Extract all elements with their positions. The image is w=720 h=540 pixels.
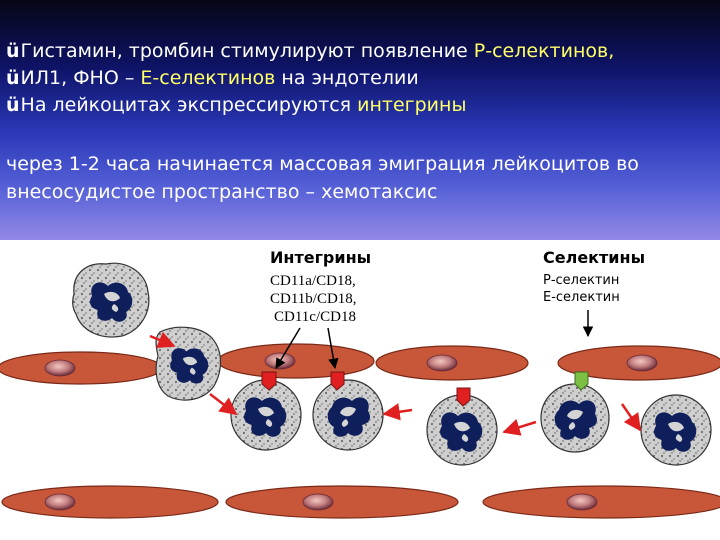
endothelial-nucleus <box>45 360 75 376</box>
bullet-item-2: üИЛ1, ФНО – Е-селектинов на эндотелии <box>6 65 718 92</box>
integrin-item-1: CD11a/CD18, <box>270 272 356 290</box>
bullet-list: üГистамин, тромбин стимулируют появление… <box>6 38 718 119</box>
bullet-tail: на эндотелии <box>275 67 418 89</box>
endothelial-cell <box>0 352 162 384</box>
leukocyte-emigration-diagram: Интегрины CD11a/CD18, CD11b/CD18, CD11c/… <box>0 240 720 540</box>
emigration-paragraph: через 1-2 часа начинается массовая эмигр… <box>6 150 718 206</box>
leukocyte-rolling-2 <box>156 327 221 400</box>
migration-arrow <box>210 394 236 414</box>
endothelial-nucleus <box>303 494 333 510</box>
selectin-item-2: Е-селектин <box>543 290 620 306</box>
endothelium-top-row <box>0 344 720 384</box>
integrin-item-3: CD11c/CD18 <box>274 308 356 326</box>
migration-arrow <box>384 410 412 414</box>
bullet-text: Гистамин, тромбин стимулируют появление <box>21 40 474 62</box>
bullet-highlight: Р-селектинов, <box>474 40 614 62</box>
endothelium-bottom-row <box>2 486 720 518</box>
bullet-item-1: üГистамин, тромбин стимулируют появление… <box>6 38 718 65</box>
bullet-highlight: Е-селектинов <box>140 67 275 89</box>
leukocyte-emigrating-2 <box>641 395 711 465</box>
endothelial-nucleus <box>427 355 457 371</box>
bullet-text: На лейкоцитах экспрессируются <box>21 94 358 116</box>
endothelial-nucleus <box>627 355 657 371</box>
endothelial-nucleus <box>567 494 597 510</box>
check-mark-icon: ü <box>6 67 20 89</box>
endothelial-cell <box>483 486 720 518</box>
leukocyte-adherent-2 <box>313 380 383 450</box>
check-mark-icon: ü <box>6 40 20 62</box>
selectins-title: Селектины <box>543 248 645 267</box>
endothelial-cell <box>218 344 374 378</box>
bullet-item-3: üНа лейкоцитах экспрессируются интегрины <box>6 92 718 119</box>
migration-arrow <box>504 422 536 432</box>
bullet-highlight: интегрины <box>357 94 466 116</box>
integrins-title: Интегрины <box>270 248 371 267</box>
endothelial-cell <box>226 486 458 518</box>
leukocyte-rolling-1 <box>73 263 149 337</box>
selectin-item-1: Р-селектин <box>543 273 619 289</box>
integrin-item-2: CD11b/CD18, <box>270 290 357 308</box>
endothelial-nucleus <box>45 494 75 510</box>
endothelial-cell <box>2 486 218 518</box>
check-mark-icon: ü <box>6 94 20 116</box>
bullet-text: ИЛ1, ФНО – <box>21 67 141 89</box>
leukocyte-adherent-1 <box>231 380 301 450</box>
migration-arrow <box>622 404 640 430</box>
leukocyte-emigrating-1 <box>541 384 609 452</box>
slide-header-band: üГистамин, тромбин стимулируют появление… <box>0 0 720 240</box>
